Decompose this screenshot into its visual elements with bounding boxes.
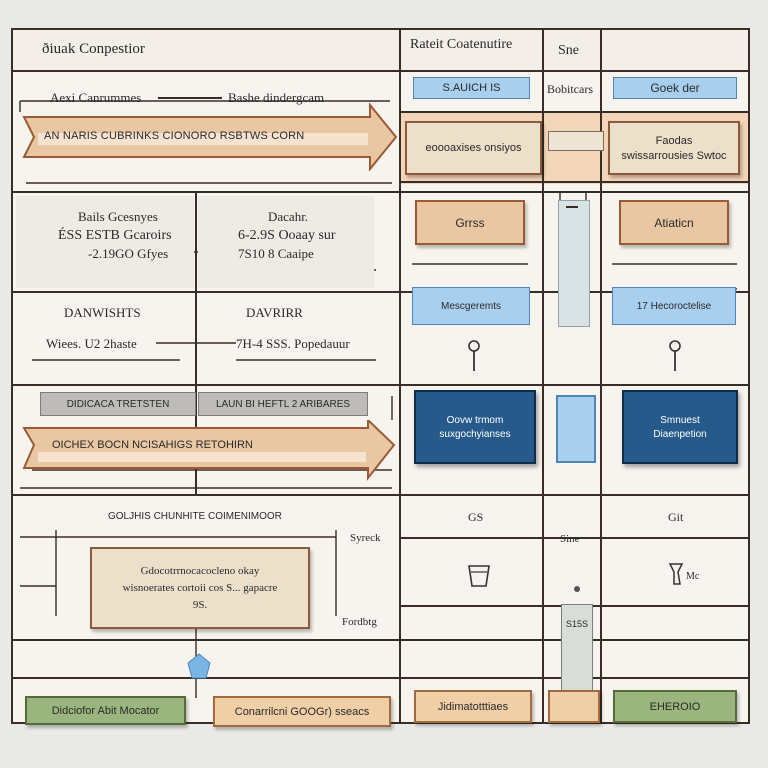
side-label-top: Syreck (350, 532, 381, 544)
row1-left-label: Aexi Canrummes (50, 90, 142, 105)
footer-box-connector (548, 690, 600, 723)
navy-panel-1-line1: Oovw trmom (446, 414, 504, 426)
navy-panel-1-line2: suxgochyianses (439, 428, 511, 440)
row2-middle-line3: 7S10 8 Caaipe (238, 246, 314, 261)
navy-panel-2-line2: Diaenpetion (653, 428, 707, 440)
row1-middle-label: Bobitcars (547, 82, 593, 96)
gauge-column (561, 604, 593, 698)
process-arrow-bottom-label: OICHEX BOCN NCISAHIGS RETOHIRN (52, 439, 253, 451)
tool-icon-label: Mc (686, 571, 700, 582)
process-box-1-label: eoooaxises onsiyos (425, 142, 522, 154)
section-title: GOLJHIS CHUNHITE COIMENIMOOR (108, 511, 282, 522)
status-box-2: Atiaticn (619, 200, 729, 245)
row2-cell-left (16, 196, 194, 288)
connector-line (158, 97, 222, 99)
status-box-1-label: Grrss (455, 215, 485, 230)
footer-box-2-label: Conarrilcni GOOGr) sseacs (234, 705, 370, 718)
gauge-label: S15S (566, 619, 589, 629)
description-line2: wisnoerates cortoii cos S... gapacre (122, 582, 278, 594)
footer-box-1-label: Didciofor Abit Mocator (51, 704, 160, 717)
footer-box-1: Didciofor Abit Mocator (25, 696, 186, 725)
grey-label-2: LAUN BI HEFTL 2 ARIBARES (198, 392, 368, 416)
process-box-2-line2: swissarrousies Swtoc (621, 149, 727, 162)
probe-icon (468, 340, 480, 371)
status-box-1: Grrss (415, 200, 525, 245)
side-label-bottom: Fordbtg (342, 616, 377, 628)
vertical-channel (558, 200, 590, 327)
footer-box-3: Jidimatotttiaes (414, 690, 532, 723)
navy-panel-2-line1: Smnuest (660, 414, 700, 426)
grey-label-2-text: LAUN BI HEFTL 2 ARIBARES (215, 398, 351, 410)
process-arrow-top-label: AN NARIS CUBRINKS CIONORO RSBTWS CORN (44, 130, 305, 142)
header-row-fill (12, 29, 749, 71)
blue-panel-1: Mescgeremts (412, 287, 530, 325)
bar-connector (548, 131, 604, 151)
footer-box-4: EHEROIO (613, 690, 737, 723)
column-label-2: Sine (560, 533, 580, 545)
description-line1: Gdocotrrnocacocleno okay (140, 565, 260, 577)
blue-tag-2-label: Goek der (650, 81, 700, 95)
row3-left-line2: Wiees. U2 2haste (46, 336, 137, 351)
footer-box-3-label: Jidimatotttiaes (437, 700, 509, 713)
row2-left-line3: -2.19GO Gfyes (88, 246, 169, 261)
probe-icon (669, 340, 681, 371)
row3-middle-line2: 7H-4 SSS. Popedauur (236, 336, 350, 351)
row3-middle-line1: DAVRIRR (246, 305, 303, 320)
blue-tag-2: Goek der (613, 77, 737, 99)
grey-label-1: DIDICACA TRETSTEN (40, 392, 196, 416)
status-box-2-label: Atiaticn (654, 215, 694, 230)
tool-icon (668, 563, 684, 585)
cup-icon (468, 565, 490, 587)
column-label-1: GS (468, 510, 484, 524)
process-box-1: eoooaxises onsiyos (405, 121, 542, 175)
footer-box-4-label: EHEROIO (649, 700, 701, 713)
dot-icon (574, 586, 580, 592)
row2-middle-line1: Dacahr. (268, 209, 309, 224)
process-box-2-line1: Faodas (655, 134, 693, 147)
description-box: Gdocotrrnocacocleno okay wisnoerates cor… (90, 547, 310, 629)
blue-panel-2-label: 17 Hecoroctelise (636, 300, 712, 312)
blue-connector (556, 395, 596, 463)
blue-panel-1-label: Mescgeremts (440, 300, 501, 312)
blue-panel-2: 17 Hecoroctelise (612, 287, 736, 325)
header-column-2: Sne (558, 43, 579, 58)
footer-box-2: Conarrilcni GOOGr) sseacs (213, 696, 391, 727)
grey-label-1-text: DIDICACA TRETSTEN (66, 398, 170, 410)
channel-marker (566, 206, 578, 208)
header-column-1: Rateit Coatenutire (410, 37, 513, 52)
row3-left-line1: DANWISHTS (64, 305, 141, 320)
blue-tag-1-label: S.AUICH IS (442, 82, 501, 94)
row2-left-line2: ÉSS ESTB Gcaroirs (58, 228, 172, 243)
navy-panel-2: Smnuest Diaenpetion (622, 390, 738, 464)
navy-panel-1: Oovw trmom suxgochyianses (414, 390, 536, 464)
diagram-title: ðiuak Conpestior (42, 41, 145, 57)
row2-middle-line2: 6-2.9S Ooaay sur (238, 228, 336, 243)
row2-left-line1: Bails Gcesnyes (78, 209, 158, 224)
process-arrow-bottom (22, 420, 396, 481)
column-label-3: Git (668, 510, 684, 524)
row2-cell-middle (198, 196, 374, 288)
blue-tag-1: S.AUICH IS (413, 77, 530, 99)
process-box-2: Faodas swissarrousies Swtoc (608, 121, 740, 175)
node-marker-icon (187, 653, 211, 679)
description-line3: 9S. (192, 599, 208, 611)
process-arrow-top (22, 103, 398, 172)
row1-right-label: Bashe dindergcam (228, 90, 325, 105)
